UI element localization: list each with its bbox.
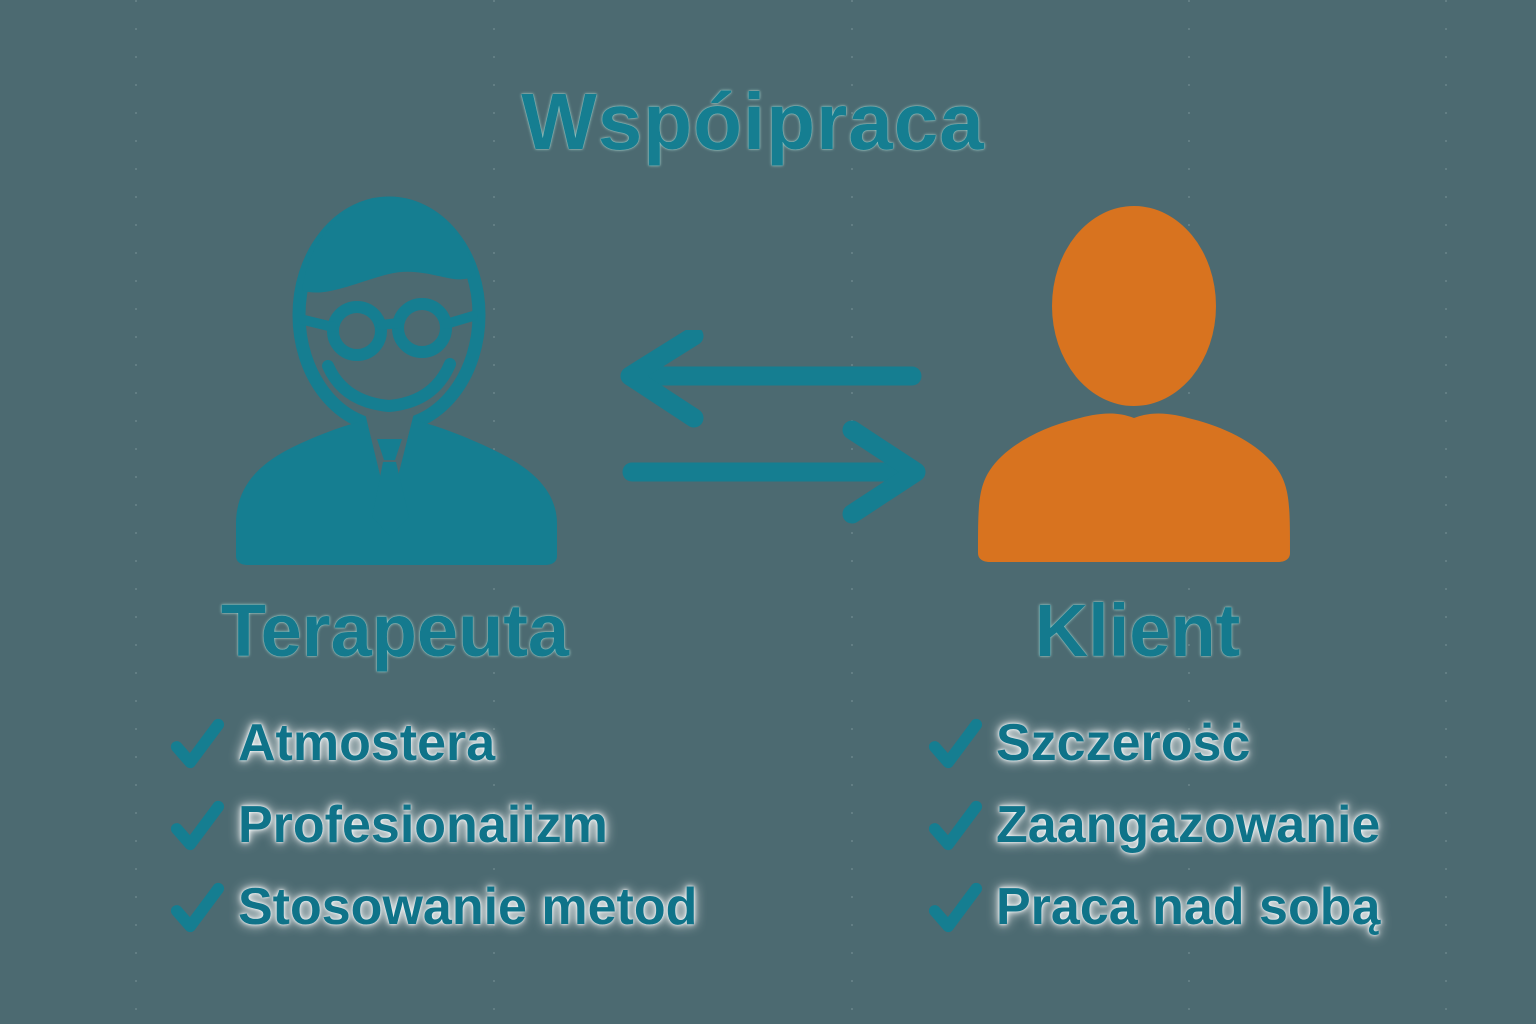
checkmark-icon (928, 882, 983, 933)
therapist-label: Terapeuta (220, 589, 570, 672)
list-item-label: Praca nad sobą (996, 878, 1381, 936)
list-item: Szczeroṡċ (926, 714, 1380, 772)
checkmark-icon (928, 718, 983, 769)
client-label: Klient (1034, 589, 1241, 672)
list-item-label: Zaangazowanie (996, 796, 1381, 854)
list-item-label: Profesionaiizm (238, 796, 608, 854)
list-item: Profesionaiizm (168, 796, 697, 854)
right-arrow-icon (622, 420, 926, 524)
checkmark-icon (170, 718, 225, 769)
list-item: Stosowanie metod (168, 878, 697, 936)
checkmark-icon (928, 800, 983, 851)
client-checklist: Szczeroṡċ Zaangazowanie Praca nad sobą (926, 714, 1380, 936)
list-item-label: Atmostera (238, 714, 496, 772)
exchange-arrows (620, 330, 926, 524)
list-item: Atmostera (168, 714, 697, 772)
client-person-icon (978, 206, 1290, 562)
list-item: Zaangazowanie (926, 796, 1380, 854)
checkmark-icon (170, 800, 225, 851)
list-item: Praca nad sobą (926, 878, 1380, 936)
page-title: Wspóipraca (521, 77, 985, 166)
list-item-label: Stosowanie metod (238, 878, 698, 936)
therapist-checklist: Atmostera Profesionaiizm Stosowanie meto… (168, 714, 697, 936)
left-arrow-icon (620, 330, 922, 428)
list-item-label: Szczeroṡċ (996, 714, 1251, 772)
checkmark-icon (170, 882, 225, 933)
therapist-person-icon (236, 196, 557, 565)
